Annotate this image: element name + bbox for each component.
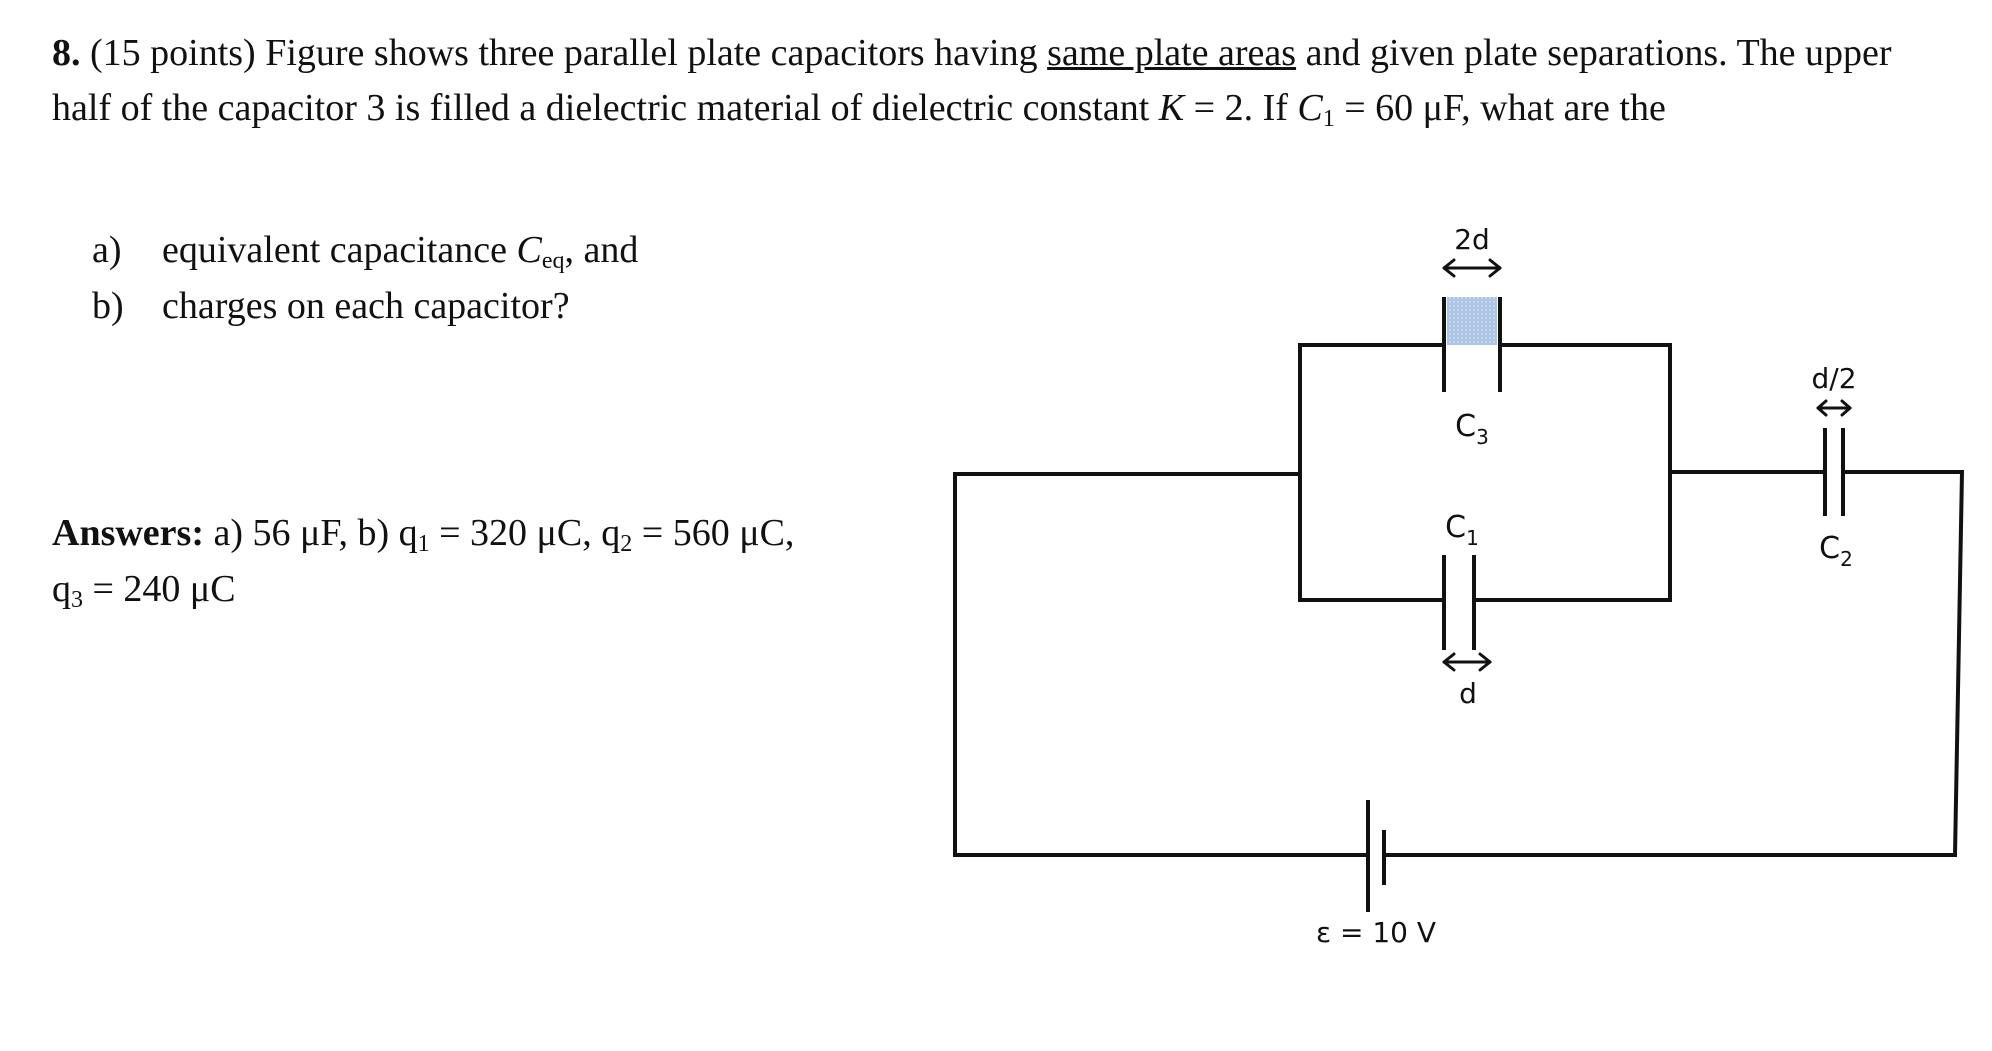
emf-label: ε = 10 V <box>1316 916 1436 949</box>
problem-text-3: = 2. If <box>1184 87 1298 129</box>
problem-text-4: = 60 μF, what are the <box>1334 87 1666 129</box>
q3-subscript: 3 <box>71 587 83 613</box>
part-a-text: equivalent capacitance Ceq, and <box>162 222 638 278</box>
c1-separation-arrow <box>1442 652 1492 672</box>
c3-separation-arrow <box>1442 258 1502 278</box>
part-a: a) equivalent capacitance Ceq, and <box>92 222 638 278</box>
problem-text-2: and given plate separations. The upper h… <box>52 32 1892 129</box>
wire-c3-left <box>1298 343 1446 602</box>
part-b: b) charges on each capacitor? <box>92 278 638 334</box>
c1-label-sub: 1 <box>1466 526 1479 550</box>
q3-value: = 240 μC <box>83 568 236 610</box>
part-a-tail: , and <box>564 229 639 271</box>
part-a-label: a) <box>92 229 122 271</box>
ceq-symbol: C <box>516 229 542 271</box>
k-symbol: K <box>1158 87 1185 129</box>
c-symbol: C <box>1297 87 1323 129</box>
answers-label: Answers: <box>52 512 204 554</box>
q1-value: = 320 μC, q <box>429 512 621 554</box>
ceq-subscript: eq <box>541 248 565 274</box>
c1-separation-label: d <box>1459 677 1477 710</box>
problem-text-1: (15 points) Figure shows three parallel … <box>80 32 1048 74</box>
c-subscript: 1 <box>1322 106 1335 132</box>
c1-label: C1 <box>1445 510 1479 550</box>
c3-dielectric <box>1447 297 1497 345</box>
problem-number: 8. <box>52 32 81 74</box>
c3-label-main: C <box>1455 409 1476 444</box>
part-b-label: b) <box>92 285 124 327</box>
q2-value: = 560 μC, <box>632 512 795 554</box>
c2-label: C2 <box>1819 531 1853 571</box>
part-a-body: equivalent capacitance <box>162 229 517 271</box>
answers-line1: a) 56 μF, b) q <box>203 512 418 554</box>
c2-label-main: C <box>1819 531 1840 566</box>
c2-separation-arrow <box>1816 399 1852 417</box>
c3-separation-label: 2d <box>1454 223 1490 256</box>
question-parts: a) equivalent capacitance Ceq, and b) ch… <box>92 222 638 334</box>
part-b-text: charges on each capacitor? <box>162 285 570 327</box>
c2-separation-label: d/2 <box>1811 362 1856 395</box>
c3-label-sub: 3 <box>1476 425 1489 449</box>
q1-subscript: 1 <box>417 531 430 557</box>
c1-label-main: C <box>1445 510 1466 545</box>
problem-statement: 8. (15 points) Figure shows three parall… <box>52 26 1952 136</box>
wire-right-loop <box>1382 470 1965 857</box>
answers-line2: q <box>52 568 71 610</box>
q2-subscript: 2 <box>620 531 633 557</box>
wire-left-loop <box>953 472 1370 857</box>
c3-label: C3 <box>1455 409 1489 449</box>
wire-c3-top-right <box>1498 343 1672 602</box>
problem-underlined-phrase: same plate areas <box>1047 32 1297 74</box>
c2-label-sub: 2 <box>1840 547 1853 571</box>
answers: Answers: a) 56 μF, b) q1 = 320 μC, q2 = … <box>52 505 952 617</box>
